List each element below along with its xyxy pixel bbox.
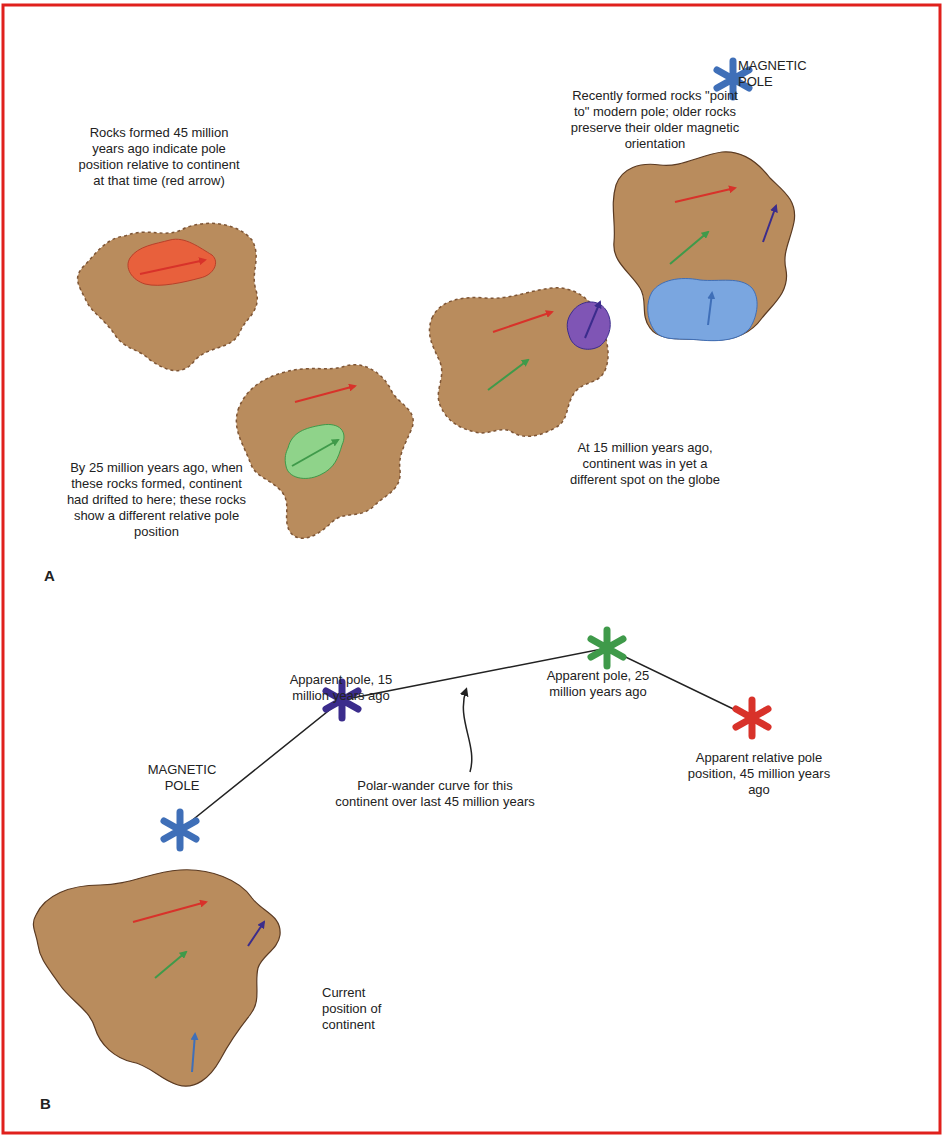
magnetic-arrow — [292, 440, 338, 466]
pole-label: Apparent relative pole position, 45 mill… — [684, 750, 834, 798]
magnetic-arrow — [140, 260, 205, 274]
continent-label: Current position of continent — [322, 985, 402, 1033]
note: Rocks formed 45 million years ago indica… — [74, 125, 244, 189]
magnetic-arrow — [133, 902, 206, 922]
pole-star — [736, 700, 768, 736]
pole-star — [164, 812, 196, 848]
continent — [236, 365, 413, 539]
magnetic-arrow — [493, 312, 552, 332]
magnetic-arrow — [675, 188, 735, 202]
curve-label: Polar-wander curve for this continent ov… — [330, 778, 540, 810]
panel-letter: B — [40, 1096, 70, 1112]
magnetic-arrow — [192, 1034, 195, 1072]
rock-patch — [648, 279, 757, 341]
pole-label: MAGNETIC POLE — [132, 762, 232, 794]
continent — [613, 152, 794, 341]
magnetic-arrow — [708, 293, 712, 325]
rock-patch — [128, 239, 216, 285]
magnetic-arrow — [670, 232, 708, 264]
pole-label: Apparent pole, 15 million years ago — [275, 672, 407, 704]
magnetic-arrow — [488, 360, 528, 390]
magnetic-arrow — [248, 922, 264, 946]
note: Recently formed rocks "point to" modern … — [565, 88, 745, 152]
polar-wander-curve — [180, 648, 752, 830]
continent — [78, 223, 258, 370]
pole-star — [591, 630, 623, 666]
rock-patch — [567, 302, 610, 349]
rock-patch — [285, 424, 344, 478]
panel-letter: A — [44, 568, 74, 584]
magnetic-arrow — [295, 386, 355, 402]
magnetic-arrow — [763, 206, 776, 242]
continent — [33, 870, 280, 1086]
magnetic-arrow — [155, 952, 186, 978]
note: By 25 million years ago, when these rock… — [64, 460, 249, 540]
note: At 15 million years ago, continent was i… — [560, 440, 730, 488]
leader-line — [463, 690, 471, 772]
magnetic-arrow — [585, 302, 600, 338]
pole-label: MAGNETIC POLE — [738, 58, 838, 90]
pole-label: Apparent pole, 25 million years ago — [532, 668, 664, 700]
frame — [3, 5, 940, 1133]
